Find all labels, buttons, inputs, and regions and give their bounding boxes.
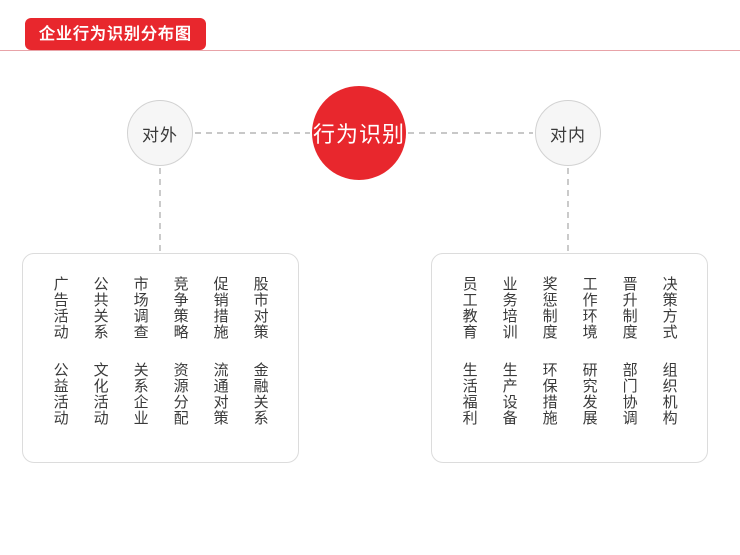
panel-item: 市场调查 bbox=[131, 276, 150, 340]
panel-inside-column: 奖惩制度 环保措施 bbox=[530, 276, 570, 426]
panel-item: 资源分配 bbox=[171, 362, 190, 426]
panel-item: 生活福利 bbox=[460, 362, 479, 426]
panel-inside-column: 晋升制度 部门协调 bbox=[610, 276, 650, 426]
panel-item: 晋升制度 bbox=[620, 276, 639, 340]
behavior-identity-diagram: 对外 行为识别 对内 股市对策 金融关系 促销措施 流通对策 竞争策略 资源分配… bbox=[0, 52, 740, 555]
panel-outside-column: 竞争策略 资源分配 bbox=[161, 276, 201, 426]
panel-outside-grid: 股市对策 金融关系 促销措施 流通对策 竞争策略 资源分配 市场调查 关系企业 … bbox=[23, 254, 298, 462]
panel-outside-column: 公共关系 文化活动 bbox=[81, 276, 121, 426]
panel-inside-items: 决策方式 组织机构 晋升制度 部门协调 工作环境 研究发展 奖惩制度 环保措施 … bbox=[431, 253, 708, 463]
node-inside[interactable]: 对内 bbox=[535, 100, 601, 166]
panel-inside-column: 业务培训 生产设备 bbox=[490, 276, 530, 426]
panel-item: 流通对策 bbox=[211, 362, 230, 426]
node-center-behavior-identity[interactable]: 行为识别 bbox=[312, 86, 406, 180]
node-center-label: 行为识别 bbox=[312, 123, 405, 148]
panel-item: 公共关系 bbox=[91, 276, 110, 340]
page-title-badge: 企业行为识别分布图 bbox=[25, 18, 207, 50]
panel-item: 生产设备 bbox=[500, 362, 519, 426]
page-header: 企业行为识别分布图 bbox=[0, 0, 740, 52]
panel-item: 决策方式 bbox=[660, 276, 679, 340]
panel-item: 研究发展 bbox=[580, 362, 599, 426]
node-outside-label: 对外 bbox=[142, 125, 178, 146]
panel-item: 股市对策 bbox=[251, 276, 270, 340]
panel-item: 广告活动 bbox=[51, 276, 70, 340]
panel-outside-column: 市场调查 关系企业 bbox=[121, 276, 161, 426]
node-outside[interactable]: 对外 bbox=[127, 100, 193, 166]
panel-outside-column: 促销措施 流通对策 bbox=[201, 276, 241, 426]
panel-item: 文化活动 bbox=[91, 362, 110, 426]
panel-item: 业务培训 bbox=[500, 276, 519, 340]
panel-item: 工作环境 bbox=[580, 276, 599, 340]
panel-item: 促销措施 bbox=[211, 276, 230, 340]
panel-item: 金融关系 bbox=[251, 362, 270, 426]
panel-item: 奖惩制度 bbox=[540, 276, 559, 340]
panel-inside-column: 决策方式 组织机构 bbox=[650, 276, 690, 426]
panel-item: 组织机构 bbox=[660, 362, 679, 426]
panel-item: 员工教育 bbox=[460, 276, 479, 340]
panel-item: 部门协调 bbox=[620, 362, 639, 426]
panel-item: 公益活动 bbox=[51, 362, 70, 426]
node-inside-label: 对内 bbox=[550, 125, 586, 146]
panel-item: 关系企业 bbox=[131, 362, 150, 426]
panel-inside-column: 工作环境 研究发展 bbox=[570, 276, 610, 426]
panel-item: 竞争策略 bbox=[171, 276, 190, 340]
panel-outside-items: 股市对策 金融关系 促销措施 流通对策 竞争策略 资源分配 市场调查 关系企业 … bbox=[22, 253, 299, 463]
panel-outside-column: 股市对策 金融关系 bbox=[241, 276, 281, 426]
connector-lines bbox=[159, 132, 569, 252]
panel-inside-column: 员工教育 生活福利 bbox=[450, 276, 490, 426]
panel-outside-column: 广告活动 公益活动 bbox=[41, 276, 81, 426]
panel-inside-grid: 决策方式 组织机构 晋升制度 部门协调 工作环境 研究发展 奖惩制度 环保措施 … bbox=[432, 254, 707, 462]
header-divider bbox=[0, 50, 740, 51]
panel-item: 环保措施 bbox=[540, 362, 559, 426]
